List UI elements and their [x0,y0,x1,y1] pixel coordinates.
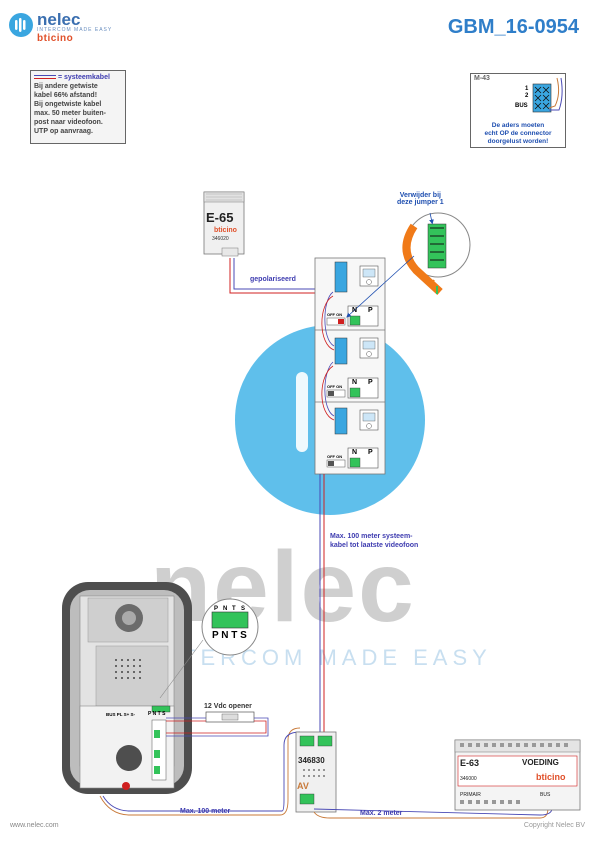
legend-line: max. 50 meter buiten- [34,110,106,117]
logo-tagline: INTERCOM MADE EASY [37,27,113,33]
system-cable-swatch [34,75,56,80]
e63-code: 346000 [460,776,477,782]
label-max100: Max. 100 meter [180,808,231,815]
legend-line: Bij ongetwiste kabel [34,101,102,108]
vp3-terminal-p: P [368,449,373,456]
label-max100-system-line: kabel tot laatste videofoon [330,542,419,549]
vp2-terminal-n: N [352,379,358,386]
jumper-note: Verwijder bij deze jumper 1 [397,192,444,206]
m43-detail-box: M-43 1 2 BUS De aders moeten echt OP de … [470,73,566,148]
av-code: 346830 [298,756,325,765]
door-pnts-terminals: P N T S [148,711,166,717]
zoom-term-n: N [223,606,228,612]
legend-title: = systeemkabel [57,74,110,81]
watermark-tagline: INTERCOM MADE EASY [150,645,492,670]
e65-module [203,191,245,257]
nelec-logo-icon [9,13,33,37]
zoom-pnts-label: P N T S [212,630,247,641]
av-module [295,731,337,813]
jumper-zoom [346,212,471,318]
legend-line: kabel 66% afstand! [34,92,98,99]
e63-model: E-63 [460,758,480,768]
e63-primary: PRIMAIR [460,792,481,798]
opener-label: 12 Vdc opener [204,703,252,710]
m43-note-line: echt OP de connector [484,130,552,137]
logo-brand: bticino [37,33,74,44]
m43-note-line: doorgelust worden! [487,138,549,145]
m43-note-line: De aders moeten [491,122,545,129]
m43-connector-diagram [532,77,563,113]
zoom-term-t: T [232,606,236,612]
door-bus-terminals: BUS PL S+ S- [106,712,136,717]
legend-line: UTP op aanvraag. [34,128,94,135]
m43-note: De aders moeten echt OP de connector doo… [473,122,563,146]
document-id: GBM_16-0954 [447,16,579,38]
e63-brand: bticino [536,772,566,782]
m43-term-2: 2 [525,93,529,99]
vp3-off-on: OFF ON [327,454,343,459]
m43-term-1: 1 [525,86,529,92]
m43-bus-label: BUS [515,103,528,109]
legend-line: post naar videofoon. [34,119,103,126]
vp1-terminal-p: P [368,307,373,314]
watermark-bar-1 [296,372,308,452]
zoom-term-p: P [214,606,219,612]
e65-model: E-65 [206,210,234,225]
e65-brand: bticino [214,227,237,234]
zoom-term-s: S [241,606,246,612]
vp2-terminal-p: P [368,379,373,386]
vp1-off-on: OFF ON [327,312,343,317]
label-gepolariseerd: gepolariseerd [250,276,296,283]
label-max100-system: Max. 100 meter systeem- kabel tot laatst… [330,532,418,550]
footer-website[interactable]: www.nelec.com [10,822,59,829]
e63-title: VOEDING [522,758,559,767]
logo-wordmark: nelec [37,10,81,29]
e63-power-supply [454,739,581,811]
door-panel [62,582,192,794]
e63-bus-out: BUS [540,792,551,798]
m43-label: M-43 [474,75,490,82]
jumper-note-line: Verwijder bij [399,192,441,199]
vp2-off-on: OFF ON [327,384,343,389]
watermark-word: nelec [150,531,416,643]
label-max2: Max. 2 meter [360,810,403,817]
vp1-terminal-n: N [352,307,358,314]
legend-line: Bij andere getwiste [34,83,98,90]
videophone-stack [314,257,386,475]
jumper-note-line: deze jumper 1 [397,199,444,206]
footer-copyright: Copyright Nelec BV [523,822,585,829]
e65-code: 346020 [212,236,229,242]
legend-box: = systeemkabel Bij andere getwiste kabel… [30,70,126,144]
av-label: AV [297,781,309,791]
vp3-terminal-n: N [352,449,358,456]
door-terminal-zoom [159,598,259,699]
legend-title-row: = systeemkabel [34,73,122,82]
label-max100-system-line: Max. 100 meter systeem- [330,533,413,540]
